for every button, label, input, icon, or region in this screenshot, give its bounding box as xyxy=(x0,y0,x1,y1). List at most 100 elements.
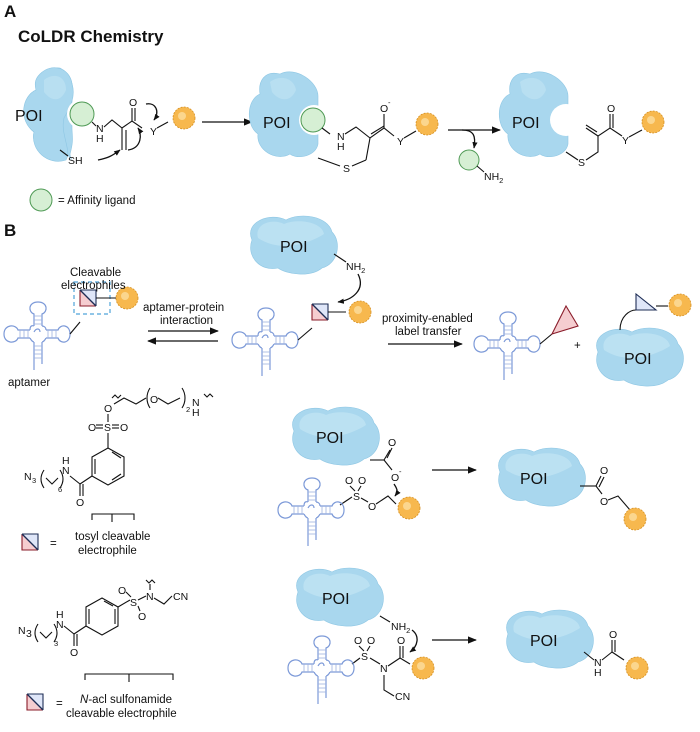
svg-text:S: S xyxy=(104,422,111,434)
svg-text:O: O xyxy=(88,422,96,434)
svg-text:O: O xyxy=(388,437,396,449)
svg-text:H: H xyxy=(96,133,104,145)
transferred-electrophile-blue-icon xyxy=(635,292,658,311)
attack-arrow xyxy=(337,273,361,304)
aptamer-icon xyxy=(473,311,541,381)
poi-amine-bond xyxy=(333,253,347,263)
poi-label-linker xyxy=(619,309,637,331)
svg-text:N: N xyxy=(337,131,345,143)
poi-label-mech1-product: POI xyxy=(520,471,548,488)
aptamer-linker xyxy=(539,333,553,345)
acyl-legend-eq: = xyxy=(56,698,63,710)
intermediate-structure-a: N H O - Y S xyxy=(317,98,417,175)
label-bead-icon xyxy=(625,656,649,680)
poi-label-mech1: POI xyxy=(316,430,344,447)
svg-text:S: S xyxy=(343,163,350,175)
svg-text:Y: Y xyxy=(150,126,157,138)
poi-label-b2: POI xyxy=(624,351,652,368)
released-nh2: NH2 xyxy=(484,171,503,185)
protein-poi-a2 xyxy=(248,71,319,157)
arrow1-label-1: aptamer-protein xyxy=(143,302,224,314)
poi-label-a3: POI xyxy=(512,115,540,132)
svg-text:H: H xyxy=(62,455,70,467)
svg-text:O: O xyxy=(118,585,126,597)
label-bead-icon xyxy=(623,507,647,531)
cleaved-electrophile-red-icon xyxy=(550,304,579,335)
acyl-legend-line1: N-acl sulfonamide xyxy=(80,694,172,706)
protein-poi-a1 xyxy=(23,67,74,162)
tosyl-electrophile-legend-icon xyxy=(21,533,39,551)
svg-text:H: H xyxy=(56,609,64,621)
svg-text:N: N xyxy=(96,123,104,135)
nh2-b1: NH2 xyxy=(346,261,365,275)
label-bead-icon xyxy=(415,112,439,136)
svg-text:O: O xyxy=(380,103,388,115)
svg-text:S: S xyxy=(361,651,368,663)
tosyl-structure: O O 2 N H O S O O N H 6 N 3 xyxy=(24,387,214,522)
aptamer-icon xyxy=(277,477,345,547)
svg-text:N: N xyxy=(192,397,200,409)
svg-text:O: O xyxy=(607,103,615,115)
svg-text:O: O xyxy=(600,496,608,508)
svg-text:O: O xyxy=(76,497,84,509)
acyl-sulfonamide-structure: S O O N CN O N H 3 N 3 xyxy=(18,579,188,682)
affinity-ligand-icon xyxy=(69,101,95,127)
label-bead-icon xyxy=(411,656,435,680)
panel-a-title: CoLDR Chemistry xyxy=(18,27,164,46)
svg-text:O: O xyxy=(120,422,128,434)
svg-text:S: S xyxy=(130,597,137,609)
svg-text:O: O xyxy=(104,403,112,415)
affinity-ligand-legend-text: = Affinity ligand xyxy=(58,195,135,207)
aptamer-linker xyxy=(69,321,81,335)
acyl-sulfonamide-electrophile-legend-icon xyxy=(26,693,44,711)
released-ligand-icon xyxy=(458,149,480,171)
svg-text:O: O xyxy=(138,611,146,623)
product-structure-a: S O Y xyxy=(565,103,643,169)
affinity-ligand-legend: = Affinity ligand xyxy=(29,188,135,212)
svg-text:O: O xyxy=(609,629,617,641)
svg-text:3: 3 xyxy=(26,628,32,640)
svg-text:O: O xyxy=(368,501,376,513)
label-bead-icon xyxy=(668,293,692,317)
svg-text:CN: CN xyxy=(173,591,188,603)
arrow2-label-1: proximity-enabled xyxy=(382,313,473,325)
cleavable-electrophile-icon xyxy=(79,289,97,307)
panel-label-b: B xyxy=(4,221,16,240)
release-arrow xyxy=(461,129,478,149)
svg-text:SH: SH xyxy=(68,155,83,167)
svg-text:O: O xyxy=(397,635,405,647)
aptamer-icon xyxy=(287,635,355,705)
svg-text:N: N xyxy=(62,465,70,477)
poi-label-mech2: POI xyxy=(322,591,350,608)
svg-text:-: - xyxy=(399,467,402,476)
aptamer-label: aptamer xyxy=(8,377,50,389)
svg-text:6: 6 xyxy=(58,485,62,494)
svg-text:-: - xyxy=(388,98,391,107)
protein-poi-a3 xyxy=(498,71,569,157)
poi-label-b1: POI xyxy=(280,239,308,256)
svg-text:N: N xyxy=(380,663,388,675)
svg-text:H: H xyxy=(337,141,345,153)
svg-text:Y: Y xyxy=(397,136,404,148)
poi-label-mech2-product: POI xyxy=(530,633,558,650)
poi-label-a1: POI xyxy=(15,108,43,125)
svg-text:2: 2 xyxy=(186,405,190,414)
aptamer-icon xyxy=(3,301,71,371)
svg-text:H: H xyxy=(594,667,602,679)
svg-text:N: N xyxy=(594,657,602,669)
acyl-mechanism-structure: NH2 O O S N O CN xyxy=(351,615,418,703)
aptamer-icon xyxy=(231,307,299,377)
svg-text:CN: CN xyxy=(395,691,410,703)
affinity-ligand-icon xyxy=(300,107,326,133)
affinity-ligand-icon xyxy=(29,188,53,212)
svg-text:O: O xyxy=(129,97,137,109)
svg-text:O: O xyxy=(600,465,608,477)
svg-text:O: O xyxy=(367,635,375,647)
svg-text:O: O xyxy=(70,647,78,659)
acyl-legend-line2: cleavable electrophile xyxy=(66,708,177,720)
svg-text:S: S xyxy=(578,157,585,169)
amide-product: N H O xyxy=(583,629,625,679)
svg-text:N: N xyxy=(146,591,154,603)
label-bead-icon xyxy=(397,496,421,520)
